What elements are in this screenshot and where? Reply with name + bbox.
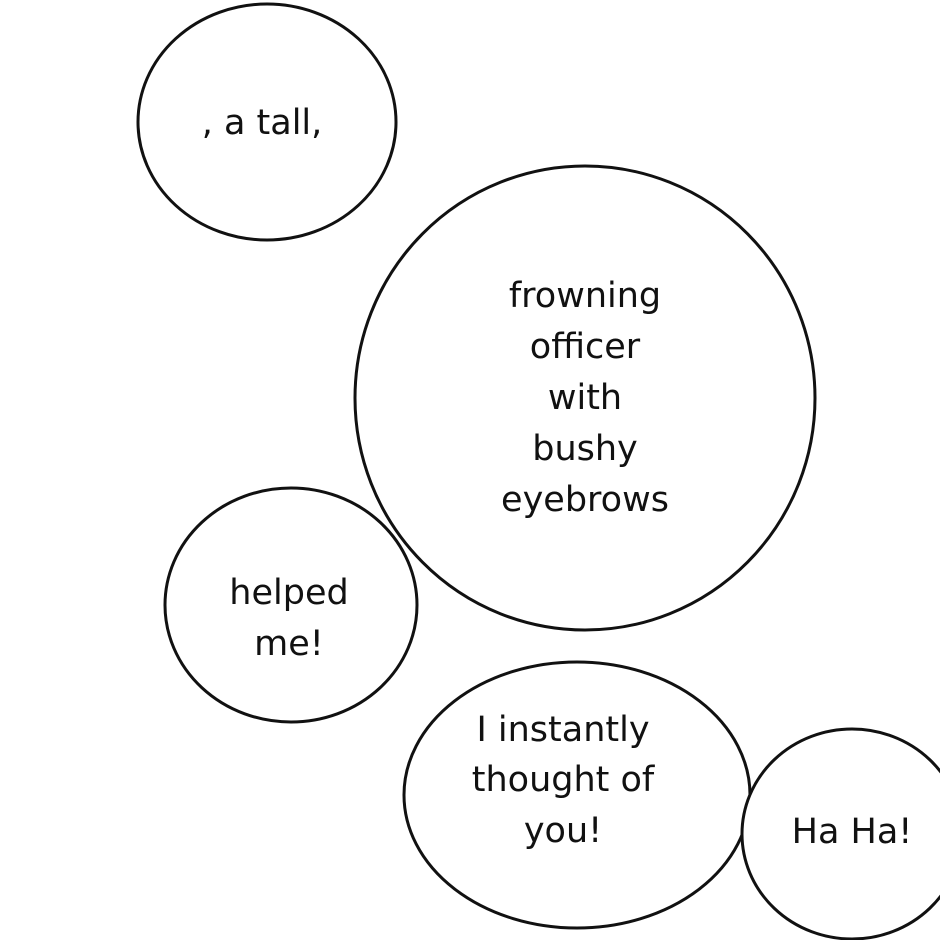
bubble-text: you! <box>524 811 602 851</box>
bubble-text: frowning <box>509 276 661 316</box>
bubble-text: officer <box>530 327 641 367</box>
bubble-text: helped <box>229 573 348 613</box>
bubble-text: bushy <box>532 429 638 469</box>
bubble-text: Ha Ha! <box>792 812 913 852</box>
bubble-text: with <box>548 378 622 418</box>
speech-bubble-helped-me: helped me! <box>163 486 419 724</box>
bubble-outline <box>136 2 398 242</box>
bubble-text: , a tall, <box>202 103 323 143</box>
bubble-text: I instantly <box>476 710 649 750</box>
bubble-text: thought of <box>472 760 655 800</box>
bubble-outline <box>163 486 419 724</box>
speech-bubble-ha-ha: Ha Ha! <box>740 727 940 940</box>
speech-bubble-frowning-officer: frowning officer with bushy eyebrows <box>353 164 817 632</box>
bubble-outline <box>353 164 817 632</box>
bubble-outline <box>740 727 940 940</box>
speech-bubble-a-tall: , a tall, <box>136 2 398 242</box>
bubble-text: eyebrows <box>501 480 669 520</box>
speech-bubble-instantly-thought: I instantly thought of you! <box>402 660 752 930</box>
bubble-text: me! <box>254 624 324 664</box>
